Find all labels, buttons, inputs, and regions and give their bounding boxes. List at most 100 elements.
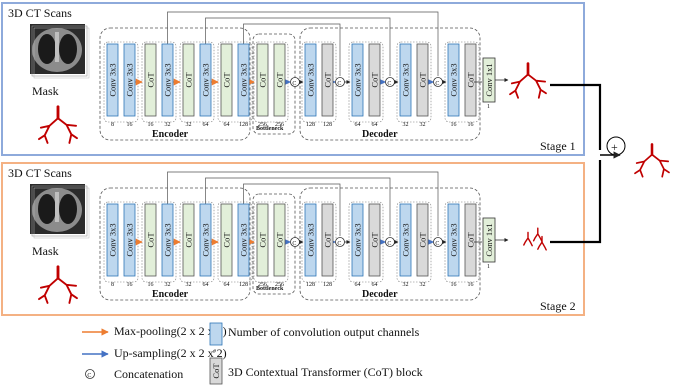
block-label: Conv 3x3 — [401, 223, 411, 256]
bottleneck-outline — [252, 193, 296, 295]
skip-connection-2 — [243, 23, 341, 76]
block-cot-6 — [220, 203, 233, 277]
block-label: Conv 3x3 — [201, 63, 211, 96]
mask-airway-icon — [38, 265, 78, 304]
left-bronchus — [38, 117, 59, 144]
block-conv-10 — [304, 203, 317, 277]
legend-conv-block — [209, 322, 223, 346]
block-cot-8 — [256, 43, 269, 117]
block-cot-2 — [144, 203, 157, 277]
concat-symbol: C — [292, 81, 296, 87]
block-label: CoT — [275, 232, 285, 248]
concat-symbol: C — [435, 81, 439, 87]
block-label: Conv 3x3 — [163, 223, 173, 256]
channel-count: 32 — [186, 282, 192, 288]
mask-airway-icon — [38, 105, 78, 144]
ct-spine — [55, 32, 59, 62]
block-conv-7 — [237, 43, 250, 117]
block-conv-7 — [237, 203, 250, 277]
legend-concat-circle — [85, 369, 95, 379]
block-gray-15 — [416, 43, 429, 117]
block-label: CoT — [418, 232, 428, 248]
channel-count: 8 — [111, 122, 114, 128]
output-airway-icon — [509, 62, 547, 99]
bottleneck-label: Bottleneck — [256, 286, 284, 292]
final-airway-icon — [634, 143, 670, 178]
ct-left-lung — [38, 34, 56, 64]
channel-count: 256 — [258, 122, 267, 128]
legend-cot-text: 3D Contextual Transformer (CoT) block — [228, 365, 423, 379]
block-label: CoT — [258, 72, 268, 88]
legend: Max-pooling(2 x 2 x 2)Up-sampling(2 x 2 … — [82, 322, 423, 385]
channel-count: 32 — [165, 122, 171, 128]
ct-right-lung — [59, 194, 77, 224]
concat-symbol: C — [387, 241, 391, 247]
block-gray-11 — [321, 203, 334, 277]
block-label: Conv 3x3 — [108, 63, 118, 96]
legend-channel-symbol: # — [213, 349, 216, 355]
final-conv-label: Conv 1x1 — [484, 223, 494, 256]
final-channel-count: 1 — [487, 264, 490, 270]
skip-connection-1 — [205, 177, 391, 236]
block-gray-17 — [464, 203, 477, 277]
block-conv-12 — [351, 203, 364, 277]
block-label: CoT — [466, 232, 476, 248]
encoder-label: Encoder — [152, 129, 189, 140]
block-conv-12 — [351, 43, 364, 117]
block-label: Conv 3x3 — [449, 63, 459, 96]
block-label: CoT — [222, 232, 232, 248]
concat-symbol: C — [337, 81, 341, 87]
encoder-label: Encoder — [152, 289, 189, 300]
channel-count: 128 — [323, 122, 332, 128]
legend-concat-text: Concatenation — [114, 367, 183, 381]
skip-connection-0 — [167, 171, 439, 236]
block-cot-2 — [144, 43, 157, 117]
channel-count: 32 — [186, 122, 192, 128]
decoder-label: Decoder — [362, 289, 398, 300]
stage2-to-fusion-line — [550, 160, 602, 244]
legend-concat-symbol: C — [87, 373, 91, 379]
block-label: Conv 3x3 — [239, 223, 249, 256]
concat-symbol: C — [435, 241, 439, 247]
channel-count: 64 — [224, 122, 230, 128]
right-bronchus — [57, 277, 78, 304]
fusion-layer: + — [550, 83, 670, 244]
block-cot-9 — [273, 203, 286, 277]
block-label: Conv 3x3 — [108, 223, 118, 256]
block-gray-15 — [416, 203, 429, 277]
block-conv-16 — [447, 203, 460, 277]
channel-count: 16 — [127, 122, 133, 128]
channel-count: 64 — [372, 122, 378, 128]
channel-count: 32 — [165, 282, 171, 288]
left-bronchus — [509, 73, 529, 99]
legend-upsample-text: Up-sampling(2 x 2 x 2) — [114, 346, 227, 360]
channel-count: 64 — [203, 122, 209, 128]
right-bronchus — [57, 117, 78, 144]
channel-count: 64 — [372, 282, 378, 288]
mask-label: Mask — [32, 244, 59, 258]
block-label: CoT — [184, 72, 194, 88]
block-label: CoT — [258, 232, 268, 248]
block-label: CoT — [323, 72, 333, 88]
block-label: CoT — [418, 72, 428, 88]
block-conv-0 — [106, 203, 119, 277]
right-bronchus — [527, 73, 547, 99]
channel-count: 256 — [275, 282, 284, 288]
block-gray-17 — [464, 43, 477, 117]
ct-stack — [31, 185, 88, 237]
bottleneck-outline — [252, 33, 296, 135]
left-bronchus — [634, 153, 653, 178]
block-label: CoT — [275, 72, 285, 88]
block-label: CoT — [184, 232, 194, 248]
block-cot-8 — [256, 203, 269, 277]
block-label: CoT — [323, 232, 333, 248]
stage-frame — [1, 2, 585, 156]
ct-scan-image — [30, 184, 90, 239]
left-bronchus — [38, 277, 59, 304]
airway-fragment — [523, 231, 533, 247]
block-cot-4 — [182, 43, 195, 117]
block-label: Conv 3x3 — [401, 63, 411, 96]
ct-spine — [55, 192, 59, 222]
